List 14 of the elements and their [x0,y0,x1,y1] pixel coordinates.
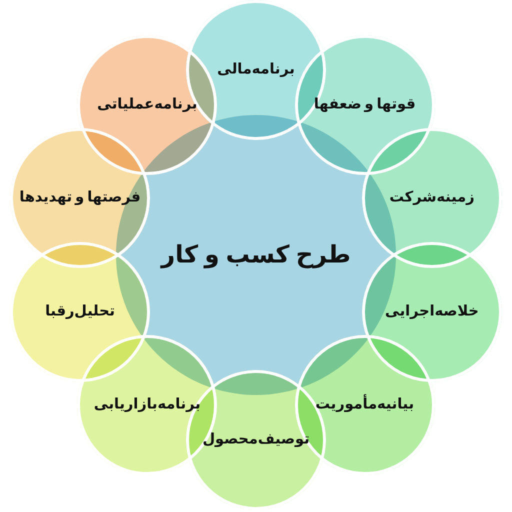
topic-circle [362,128,502,268]
topic-label: فرصتها و تهدیدها [19,189,141,207]
topic-label: بیانیه‌مأموریت [315,396,414,414]
topic-circle [77,35,218,176]
topic-circle [10,242,150,382]
topic-label: قوتها و ضعفها [314,96,416,114]
topic-label: خلاصه‌اجرایی [385,303,479,321]
topic-label: زمینه‌شرکت [389,189,474,207]
topic-label: برنامه‌بازاریابی [94,396,201,414]
topic-label: تحلیل‌رقبا [45,303,115,321]
topic-label: توصیف‌محصول [202,431,310,449]
topic-label: برنامه‌عملیاتی [97,96,198,114]
central-title: طرح کسب و کار [161,240,351,270]
topic-label: برنامه‌مالی [217,61,295,79]
